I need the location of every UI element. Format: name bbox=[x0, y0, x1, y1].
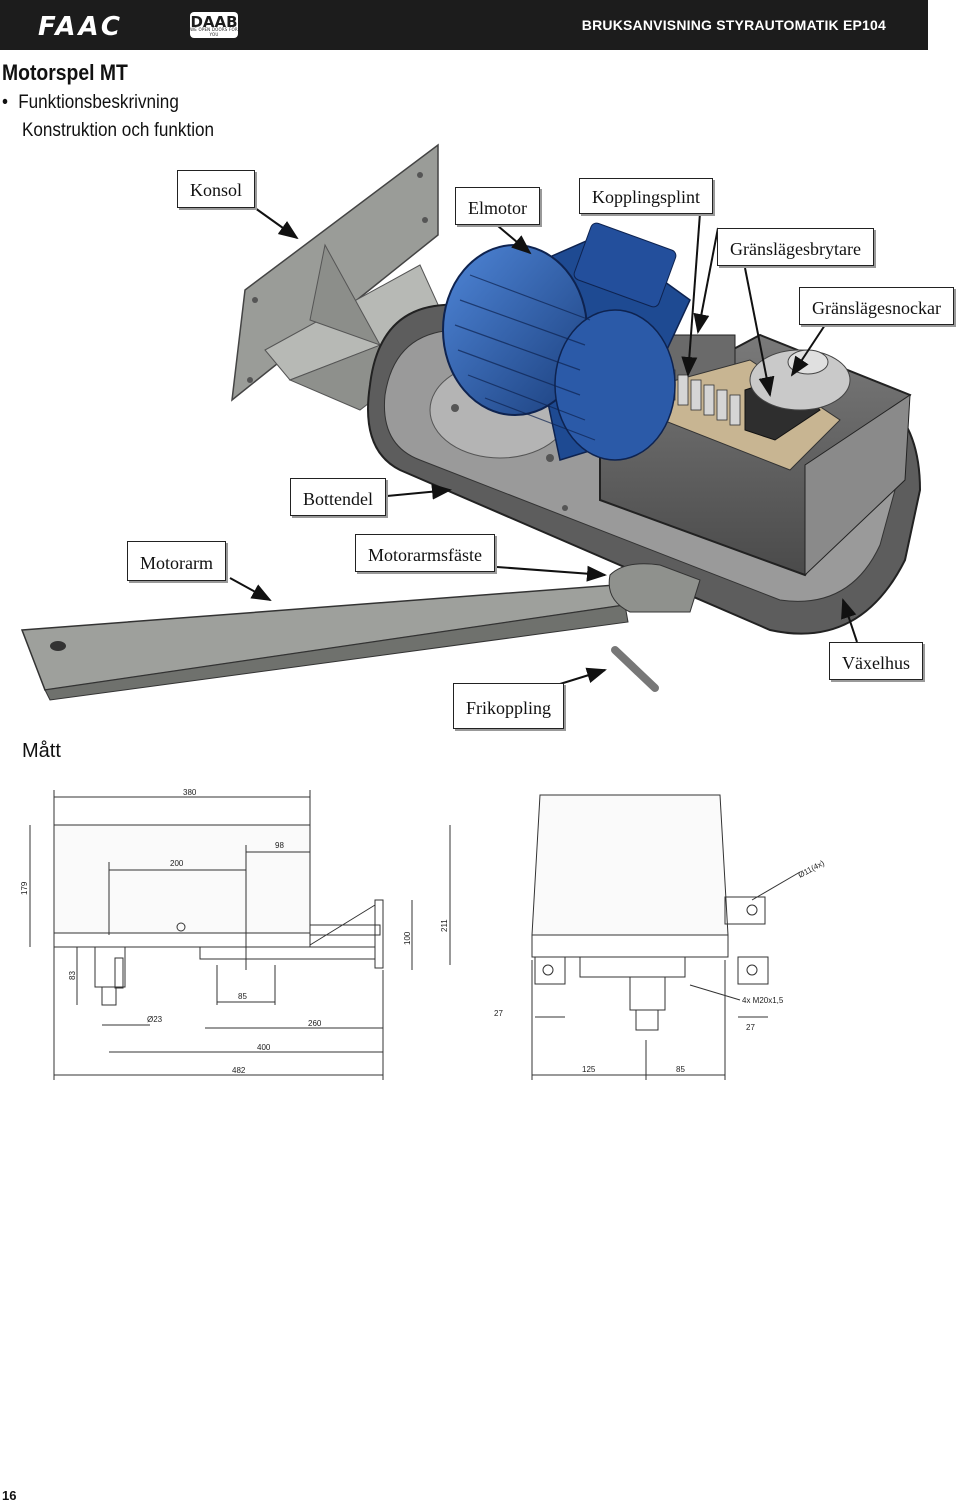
dim-200: 200 bbox=[170, 859, 184, 868]
daab-logo: DAAB WE OPEN DOORS FOR YOU bbox=[190, 12, 238, 38]
label-motorarm: Motorarm bbox=[127, 541, 226, 581]
front-view-drawing bbox=[531, 794, 801, 1080]
dim-diameter-23: Ø23 bbox=[147, 1015, 163, 1024]
dim-85-front: 85 bbox=[676, 1065, 685, 1074]
daab-logo-text: DAAB bbox=[190, 13, 238, 31]
page-title: Motorspel MT bbox=[2, 60, 128, 85]
dim-85: 85 bbox=[238, 992, 247, 1001]
dim-98: 98 bbox=[275, 841, 284, 850]
dim-100: 100 bbox=[403, 931, 412, 945]
dim-m20: 4x M20x1,5 bbox=[742, 996, 784, 1005]
electric-motor bbox=[442, 222, 691, 461]
motor-arm bbox=[20, 563, 701, 701]
page-number: 16 bbox=[2, 1488, 17, 1503]
dim-diameter-11: Ø11(4x) bbox=[797, 858, 827, 879]
dim-27-left: 27 bbox=[494, 1009, 503, 1018]
side-view-drawing bbox=[29, 790, 451, 1080]
label-konsol: Konsol bbox=[177, 170, 256, 208]
daab-tagline: WE OPEN DOORS FOR YOU bbox=[190, 27, 238, 37]
section-subtitle: Konstruktion och funktion bbox=[22, 120, 215, 141]
bullet-icon: • bbox=[2, 92, 8, 113]
callout-arrows bbox=[229, 207, 858, 685]
label-vaxelhus: Växelhus bbox=[829, 642, 923, 680]
dimensions-heading: Mått bbox=[22, 740, 61, 762]
header-bar: FAAC DAAB WE OPEN DOORS FOR YOU BRUKSANV… bbox=[0, 0, 928, 50]
document-title: BRUKSANVISNING STYRAUTOMATIK EP104 bbox=[581, 17, 886, 33]
dim-179: 179 bbox=[20, 881, 29, 895]
dim-83: 83 bbox=[68, 971, 77, 980]
label-granslagesbrytare: Gränslägesbrytare bbox=[717, 228, 874, 266]
dim-482: 482 bbox=[232, 1066, 246, 1075]
dim-27-right: 27 bbox=[746, 1023, 755, 1032]
dim-211: 211 bbox=[440, 919, 449, 932]
label-bottendel: Bottendel bbox=[290, 478, 386, 516]
label-granslagesnockar: Gränslägesnockar bbox=[799, 287, 954, 325]
label-elmotor: Elmotor bbox=[455, 187, 540, 225]
faac-logo: FAAC bbox=[38, 12, 123, 42]
section-bullet: • Funktionsbeskrivning bbox=[2, 92, 179, 114]
label-motorarmsfaste: Motorarmsfäste bbox=[355, 534, 495, 572]
dim-260: 260 bbox=[308, 1019, 322, 1028]
side-view-dimensions: 380 98 200 179 100 211 83 85 Ø23 260 400… bbox=[20, 788, 449, 1075]
label-frikoppling: Frikoppling bbox=[453, 683, 565, 729]
dim-400: 400 bbox=[257, 1043, 271, 1052]
dim-380: 380 bbox=[183, 788, 197, 797]
dim-125: 125 bbox=[582, 1065, 596, 1074]
label-kopplingsplint: Kopplingsplint bbox=[579, 178, 714, 214]
section-bullet-text: Funktionsbeskrivning bbox=[18, 92, 179, 113]
